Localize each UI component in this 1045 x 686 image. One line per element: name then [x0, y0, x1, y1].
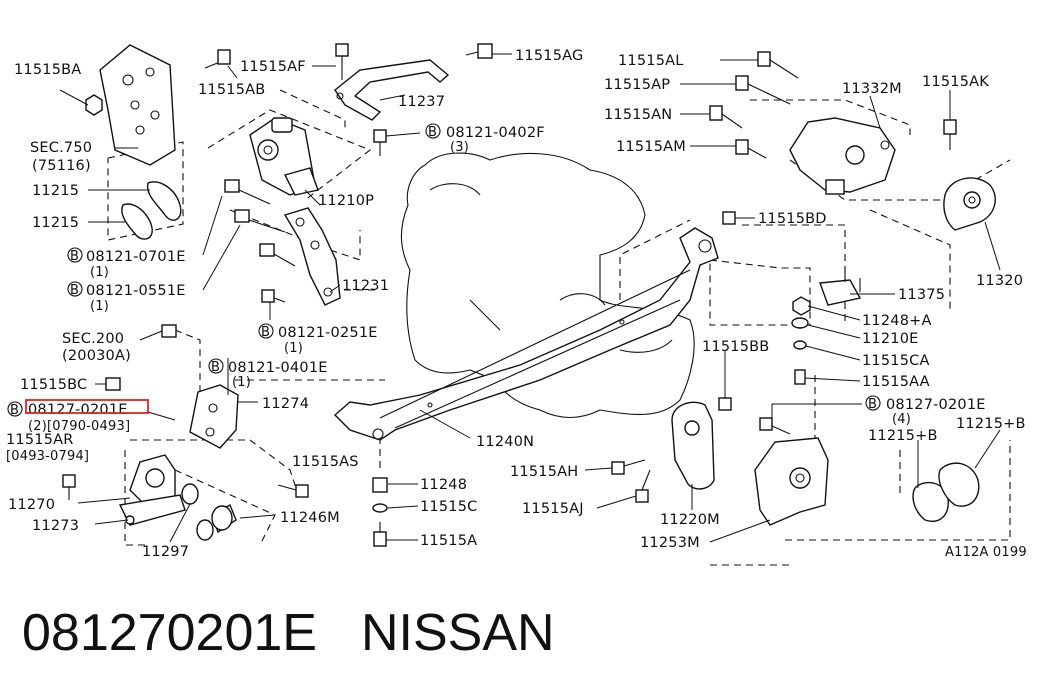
label-11515AF: 11515AF — [240, 59, 306, 75]
label-11215-upper: 11215 — [32, 183, 79, 199]
label-11515AK: 11515AK — [922, 74, 989, 90]
label-11515CA: 11515CA — [862, 353, 930, 369]
bolt-symbol: B — [70, 283, 79, 298]
label-11515AR: 11515AR — [6, 432, 74, 448]
bracket-11274 — [189, 384, 239, 449]
label-11246M: 11246M — [280, 510, 340, 526]
qty-08121-0402F: (3) — [450, 140, 469, 155]
mount-11332M — [789, 117, 896, 195]
bolt-symbol: B — [868, 397, 877, 412]
caption-part-number: 081270201E — [22, 604, 317, 662]
mount-11270 — [118, 454, 186, 526]
caption: 081270201E NISSAN — [22, 598, 1022, 668]
label-11248: 11248 — [420, 477, 467, 493]
label-08127-0201E-highlighted: 08127-0201E — [28, 402, 128, 418]
diagram-code: A112A 0199 — [945, 545, 1027, 560]
label-08121-0401E: 08121-0401E — [228, 360, 328, 376]
label-11515A: 11515A — [420, 533, 477, 549]
label-11248A: 11248+A — [862, 313, 932, 329]
label-11515BA: 11515BA — [14, 62, 81, 78]
label-11515AB: 11515AB — [198, 82, 265, 98]
label-11515BB: 11515BB — [702, 339, 769, 355]
label-11297: 11297 — [142, 544, 189, 560]
damper-11375 — [819, 268, 862, 306]
label-11237: 11237 — [398, 94, 445, 110]
label-08121-0402F: 08121-0402F — [446, 125, 545, 141]
label-sec750-ref: (75116) — [32, 158, 91, 174]
engine-block-outline — [400, 152, 695, 418]
qty-08121-0551E: (1) — [90, 299, 109, 314]
insulator-11215B-pair — [912, 462, 980, 522]
label-11515AL: 11515AL — [618, 53, 684, 69]
label-11220M: 11220M — [660, 512, 720, 528]
bolt-glyphs — [62, 43, 957, 547]
label-11210P: 11210P — [318, 193, 374, 209]
caption-brand: NISSAN — [360, 604, 555, 662]
label-11515AJ: 11515AJ — [522, 501, 584, 517]
leader-lines — [59, 53, 1001, 543]
label-11274: 11274 — [262, 396, 309, 412]
label-11253M: 11253M — [640, 535, 700, 551]
assembly-outlines — [107, 89, 1011, 566]
label-08121-0251E: 08121-0251E — [278, 325, 378, 341]
mount-11220M — [671, 401, 715, 490]
qty-08121-0251E: (1) — [284, 341, 303, 356]
part-labels: 11515BA SEC.750 (75116) 11215 11215 B 08… — [6, 48, 1027, 560]
qty-08121-0701E: (1) — [90, 265, 109, 280]
label-11215B-right: 11215+B — [956, 416, 1026, 432]
label-11515C: 11515C — [420, 499, 477, 515]
bushing-11297 — [181, 483, 237, 541]
label-11375: 11375 — [898, 287, 945, 303]
qty-08127-0201E-left: (2)[0790-0493] — [28, 419, 130, 434]
label-11215-lower: 11215 — [32, 215, 79, 231]
label-11240N: 11240N — [476, 434, 534, 450]
label-11215B-left: 11215+B — [868, 428, 938, 444]
mount-11210P — [249, 117, 319, 196]
label-11231: 11231 — [342, 278, 389, 294]
label-sec200: SEC.200 — [62, 331, 124, 347]
label-08127-0201E: 08127-0201E — [886, 397, 986, 413]
bolt-symbol: B — [70, 249, 79, 264]
date-11515AR: [0493-0794] — [6, 449, 89, 464]
label-11320: 11320 — [976, 273, 1023, 289]
bracket-11231 — [283, 207, 341, 306]
mount-11320 — [943, 177, 996, 231]
label-sec200-ref: (20030A) — [62, 348, 131, 364]
bolt-symbol: B — [428, 125, 437, 140]
insulator-11215-pair — [121, 181, 182, 240]
label-11515AH: 11515AH — [510, 464, 578, 480]
highlight-box-08127-0201E — [25, 399, 149, 414]
qty-08121-0401E: (1) — [232, 375, 251, 390]
label-08121-0551E: 08121-0551E — [86, 283, 186, 299]
label-11515BC: 11515BC — [20, 377, 87, 393]
bracket-11237 — [334, 59, 450, 121]
crossmember-11240N — [333, 227, 719, 441]
label-11332M: 11332M — [842, 81, 902, 97]
bracket-sec750 — [85, 44, 176, 166]
label-11515AA: 11515AA — [862, 374, 930, 390]
label-11515AN: 11515AN — [604, 107, 672, 123]
bolt-symbol: B — [261, 325, 270, 340]
label-11515AM: 11515AM — [616, 139, 686, 155]
label-11515AP: 11515AP — [604, 77, 670, 93]
label-11273: 11273 — [32, 518, 79, 534]
label-11210E: 11210E — [862, 331, 919, 347]
bracket-11253M — [754, 437, 829, 526]
bolt-symbol: B — [10, 403, 19, 418]
label-11515AG: 11515AG — [515, 48, 583, 64]
label-08121-0701E: 08121-0701E — [86, 249, 186, 265]
label-sec750: SEC.750 — [30, 140, 92, 156]
engine-mount-parts-diagram: 11515BA SEC.750 (75116) 11215 11215 B 08… — [6, 43, 1027, 566]
bolt-symbol: B — [211, 360, 220, 375]
label-11515AS: 11515AS — [292, 454, 359, 470]
label-11515BD: 11515BD — [758, 211, 827, 227]
qty-08127-0201E-right: (4) — [892, 412, 911, 427]
label-11270: 11270 — [8, 497, 55, 513]
washer-stack-11248A — [791, 296, 811, 385]
